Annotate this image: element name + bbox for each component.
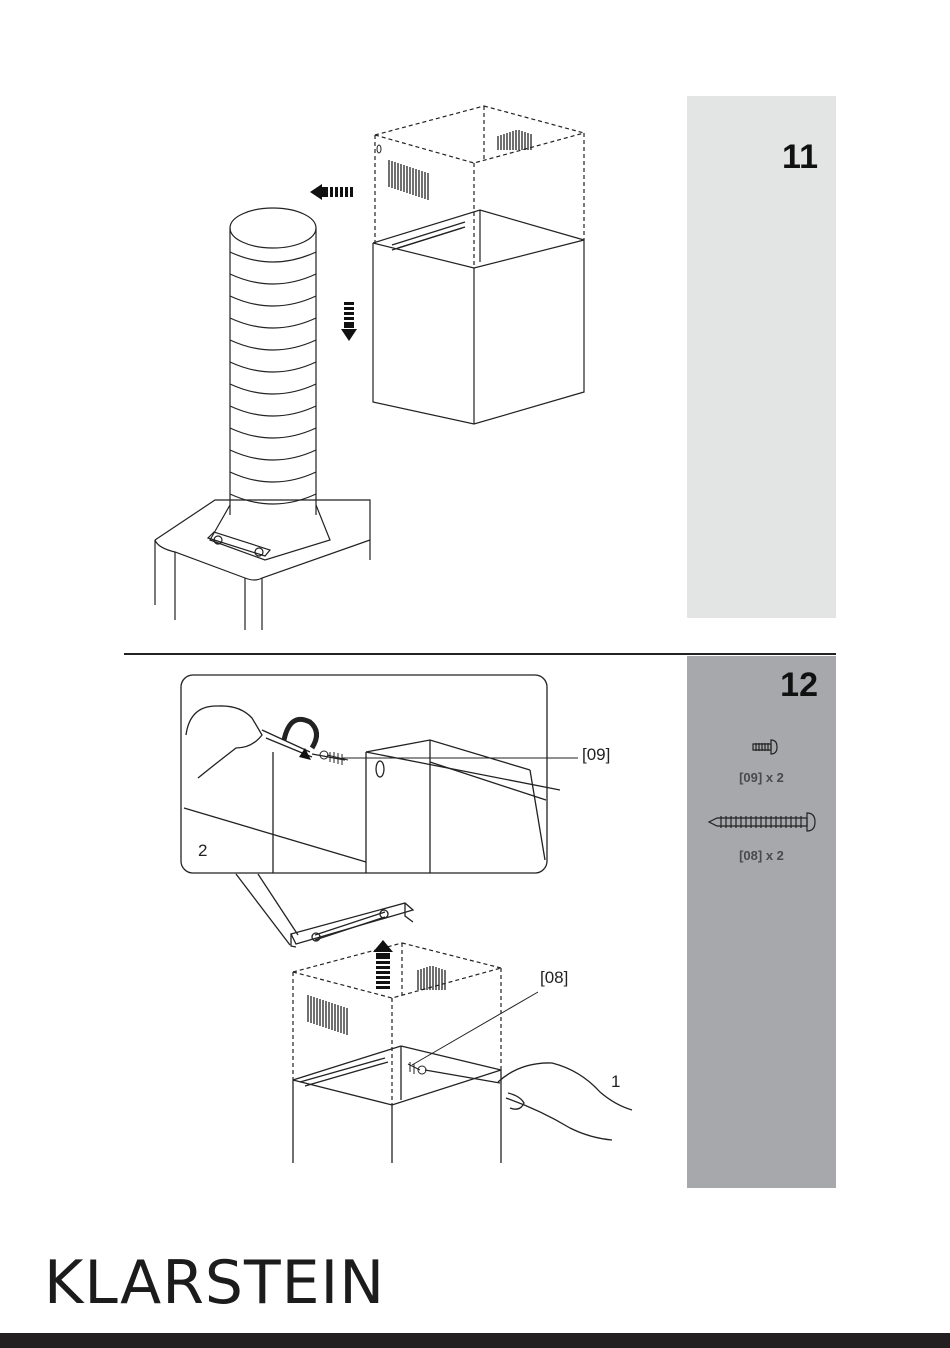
section-divider — [124, 653, 836, 655]
step-11-number: 11 — [782, 138, 818, 177]
footer-bar — [0, 1333, 950, 1348]
step-12-number: 12 — [780, 666, 818, 705]
step-12-panel: 12 [09] x 2 [08] x 2 — [687, 656, 836, 1188]
part-09-label: [09] x 2 — [687, 770, 836, 785]
callout-step-a: 2 — [198, 841, 207, 861]
callout-part-08: [08] — [540, 968, 568, 988]
short-screw-icon — [751, 736, 781, 758]
brand-logo: KLARSTEIN — [44, 1248, 385, 1318]
part-08-label: [08] x 2 — [687, 848, 836, 863]
long-screw-icon — [707, 810, 822, 834]
callout-part-09: [09] — [582, 745, 610, 765]
callout-step-b: 1 — [611, 1072, 620, 1092]
step-11-panel: 11 — [687, 96, 836, 618]
